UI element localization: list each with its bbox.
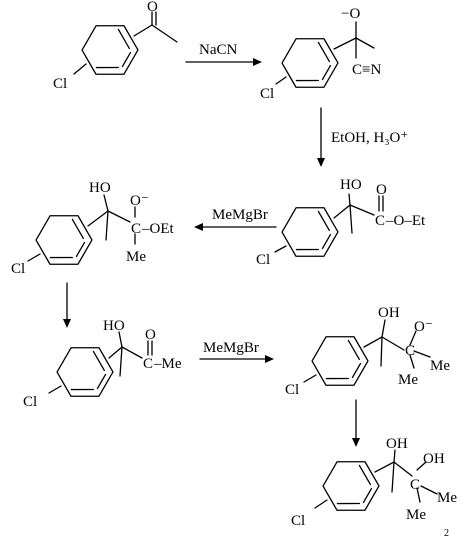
carbonyl-oxygen-label: O [147, 0, 158, 15]
compound-4-chloroacetophenone: O Cl [53, 0, 178, 92]
methyl-label: –Me [153, 356, 182, 372]
ethoxy-label: –OEt [141, 221, 174, 237]
chlorine-label: Cl [256, 252, 270, 268]
alkoxide-label: −O [341, 6, 360, 22]
hydroxyl-label: OH [378, 305, 400, 321]
central-carbon-label: C [405, 343, 415, 359]
chlorine-label: Cl [53, 76, 67, 92]
oxyanion-label: O⁻ [414, 319, 433, 335]
reagent-step-1: NaCN [199, 42, 237, 58]
ester-group-label: –O–Et [385, 213, 426, 229]
carbonyl-carbon-label: C [143, 356, 153, 372]
oxyanion-label: O⁻ [130, 193, 149, 209]
compound-diol-product: OH OH C Me Me Cl 2 [291, 436, 457, 536]
hydroxyl-label: HO [89, 180, 111, 196]
chlorine-label: Cl [260, 86, 274, 102]
arrow-step-5: MeMgBr [199, 340, 274, 363]
benzene-ring [74, 13, 146, 87]
benzene-ring [274, 26, 346, 100]
methyl-label: Me [126, 249, 146, 265]
compound-tertiary-alkoxide: OH O⁻ C Me Me Cl [285, 305, 450, 398]
hydroxyl-label-left: OH [386, 436, 408, 452]
chlorine-label: Cl [11, 261, 25, 277]
benzene-ring [315, 449, 387, 523]
arrow-step-2: EtOH, H₃O⁺ [317, 107, 408, 167]
hydroxyl-label: HO [103, 318, 125, 334]
compound-tetrahedral-intermediate: HO O⁻ C –OEt Me Cl [11, 180, 174, 277]
arrow-step-3: MeMgBr [194, 207, 277, 231]
arrow-step-6 [352, 399, 360, 447]
partial-label: 2 [444, 528, 449, 536]
central-carbon-label: C [410, 477, 420, 493]
methyl-label-right: Me [430, 358, 450, 374]
reagent-step-3: MeMgBr [212, 207, 268, 223]
compound-hydroxy-ester: HO O C –O–Et Cl [256, 177, 426, 269]
chlorine-label: Cl [291, 513, 305, 529]
chlorine-label: Cl [285, 382, 299, 398]
carbonyl-oxygen-label: O [145, 327, 156, 343]
compound-hydroxy-ketone: HO O C –Me Cl [23, 318, 182, 410]
benzene-ring [49, 335, 121, 409]
carbonyl-oxygen-label: O [376, 182, 387, 198]
reagent-step-5: MeMgBr [203, 340, 259, 356]
central-carbon-label: C [131, 221, 141, 237]
chlorine-label: Cl [23, 394, 37, 410]
benzene-ring [274, 195, 346, 269]
reagent-step-2: EtOH, H₃O⁺ [331, 130, 408, 146]
methyl-label-bottom: Me [398, 372, 418, 388]
hydroxyl-label-right: OH [423, 451, 445, 467]
benzene-ring [304, 324, 376, 398]
hydroxyl-label: HO [340, 177, 362, 193]
nitrile-label: C≡N [352, 62, 381, 78]
arrow-step-1: NaCN [185, 42, 262, 66]
arrow-step-4 [63, 282, 71, 328]
benzene-ring [28, 203, 100, 277]
compound-cyanohydrin-alkoxide: −O C≡N Cl [260, 6, 381, 102]
methyl-label-bottom: Me [406, 507, 426, 523]
ester-carbon-label: C [375, 213, 385, 229]
methyl-label-right: Me [437, 490, 457, 506]
